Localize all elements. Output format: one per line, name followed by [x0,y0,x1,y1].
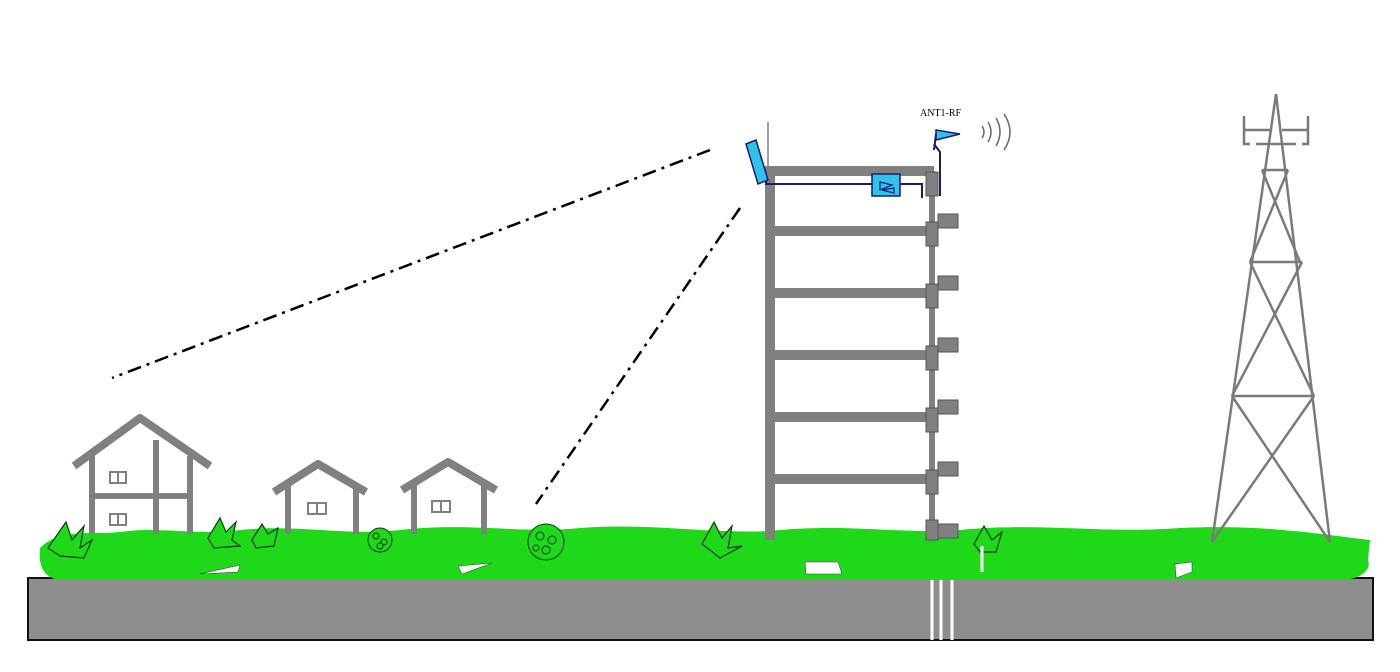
shrub [47,520,94,559]
antenna-label: ANT1-RF [920,108,962,119]
shrub [207,516,242,549]
grass-patches [199,561,1193,579]
house-small [271,460,369,534]
shrub [701,520,743,559]
underground-cables [930,572,954,640]
house-small [399,458,499,534]
signal-waves-icon [981,113,1011,151]
house-large [71,414,213,534]
indoor-antennas [925,171,959,541]
coverage-lines [111,148,742,505]
building [765,166,935,540]
shrub [973,524,1004,553]
shrub [367,527,393,553]
cell-tower-icon [1210,93,1332,543]
shrub [251,522,279,549]
signal-booster-icon [871,173,901,197]
bush [527,523,565,561]
omni-antenna-icon [933,129,961,151]
panel-antenna-icon [745,138,769,186]
ground-slab [27,577,1374,641]
grass-band [39,526,1370,580]
